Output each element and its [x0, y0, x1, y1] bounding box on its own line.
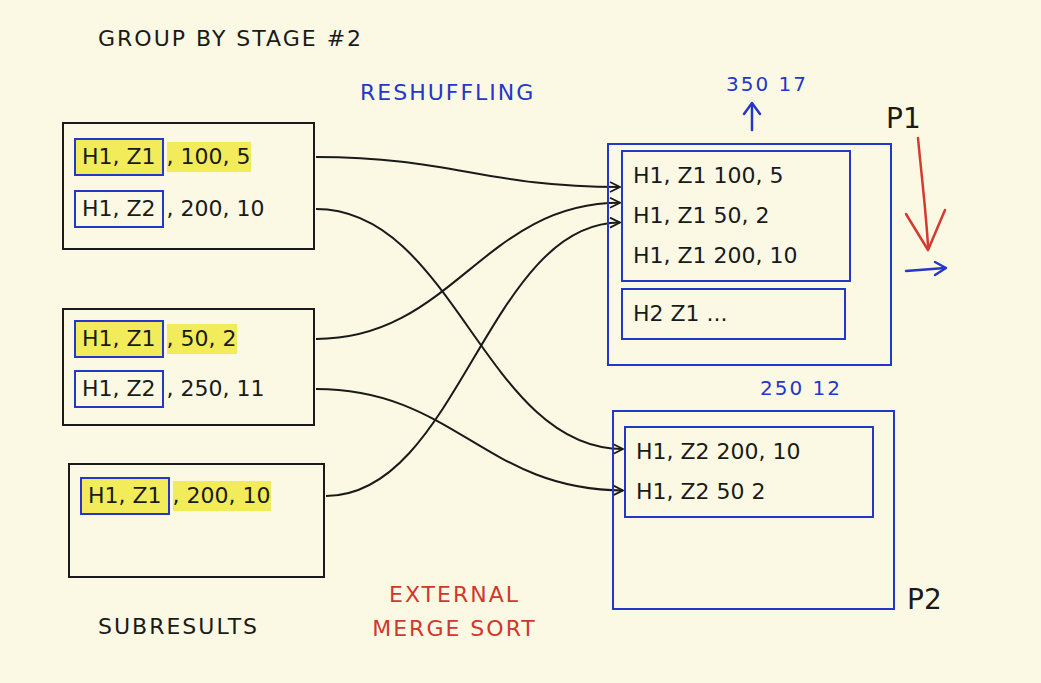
row-entry: H2 Z1 ... — [633, 294, 834, 334]
group-key-box: H1, Z1 — [74, 320, 164, 358]
row-entry: H1, Z1 50, 2 — [633, 196, 839, 236]
section-label: SUBRESULTS — [98, 614, 259, 639]
sort-arrow-head — [906, 210, 945, 250]
shuffle-arrow — [316, 209, 623, 449]
partition-total: 350 17 — [726, 72, 808, 96]
output-arrow-head — [935, 262, 946, 275]
row-values: , 100, 5 — [167, 142, 251, 172]
method-label: EXTERNAL MERGE SORT — [352, 578, 557, 646]
section-label: RESHUFFLING — [360, 80, 535, 105]
partition-total: 250 12 — [760, 376, 842, 400]
group-key: H1, Z2 — [82, 376, 156, 401]
row-values: , 50, 2 — [167, 324, 237, 354]
partition-name: P1 — [886, 102, 921, 135]
group-key: H1, Z1 — [88, 483, 162, 508]
group-key-box: H1, Z1 — [80, 477, 170, 515]
row-entry: H1, Z1 100, 5 — [633, 156, 839, 196]
group-key: H1, Z1 — [82, 144, 156, 169]
sort-arrow — [918, 138, 928, 246]
row-values: , 250, 11 — [167, 374, 265, 404]
output-arrow — [906, 268, 945, 271]
group-key-box: H1, Z2 — [74, 370, 164, 408]
group-key: H1, Z1 — [82, 326, 156, 351]
subresult-box: , 200, 10 H1, Z1 — [68, 463, 325, 578]
up-arrow-head — [744, 103, 760, 114]
group-key-box: H1, Z1 — [74, 138, 164, 176]
partition-group: H1, Z1 100, 5H1, Z1 50, 2H1, Z1 200, 10 — [621, 150, 851, 282]
row-values: , 200, 10 — [167, 194, 265, 224]
subresult-box: , 100, 5 , 200, 10 H1, Z1 H1, Z2 — [62, 122, 315, 250]
shuffle-arrow — [316, 157, 620, 187]
shuffle-arrow — [316, 389, 623, 490]
row-values: , 200, 10 — [173, 481, 271, 511]
partition-box: P1H1, Z1 100, 5H1, Z1 50, 2H1, Z1 200, 1… — [607, 143, 892, 366]
row-entry: H1, Z2 50 2 — [636, 472, 862, 512]
row-entry: H1, Z1 200, 10 — [633, 236, 839, 276]
shuffle-arrow — [316, 203, 620, 339]
shuffle-arrow — [326, 223, 620, 496]
partition-group: H1, Z2 200, 10H1, Z2 50 2 — [624, 426, 874, 518]
title: GROUP BY STAGE #2 — [98, 26, 363, 51]
row-entry: H1, Z2 200, 10 — [636, 432, 862, 472]
partition-group: H2 Z1 ... — [621, 288, 846, 340]
group-key: H1, Z2 — [82, 196, 156, 221]
partition-name: P2 — [907, 583, 942, 616]
group-key-box: H1, Z2 — [74, 190, 164, 228]
subresult-box: , 50, 2 , 250, 11 H1, Z1 H1, Z2 — [62, 308, 315, 426]
partition-box: P2H1, Z2 200, 10H1, Z2 50 2 — [612, 410, 895, 610]
up-arrow — [751, 104, 754, 130]
